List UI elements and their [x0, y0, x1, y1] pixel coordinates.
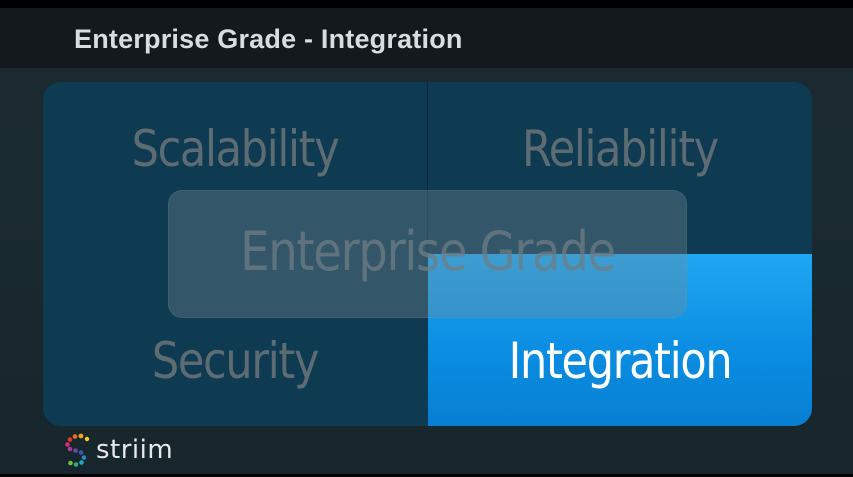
title-bar: Enterprise Grade - Integration: [0, 8, 853, 68]
enterprise-grade-label: Enterprise Grade: [240, 220, 616, 283]
slide-title: Enterprise Grade - Integration: [74, 24, 463, 54]
slide: Enterprise Grade - Integration Scalabili…: [0, 8, 853, 474]
quadrant-security: Security: [151, 332, 320, 390]
striim-logo-icon: [65, 433, 90, 467]
striim-logo: striim: [62, 430, 173, 470]
enterprise-grade-overlay: Enterprise Grade: [168, 190, 687, 318]
striim-logo-text: striim: [96, 435, 174, 465]
quadrant-reliability: Reliability: [522, 120, 719, 178]
integration-quadrant-highlight: [428, 254, 812, 426]
quadrant-integration: Integration: [508, 332, 733, 390]
quadrant-grid: Scalability Reliability Security Integra…: [43, 82, 812, 426]
quadrant-scalability: Scalability: [131, 120, 340, 178]
quadrant-divider: [427, 82, 428, 254]
